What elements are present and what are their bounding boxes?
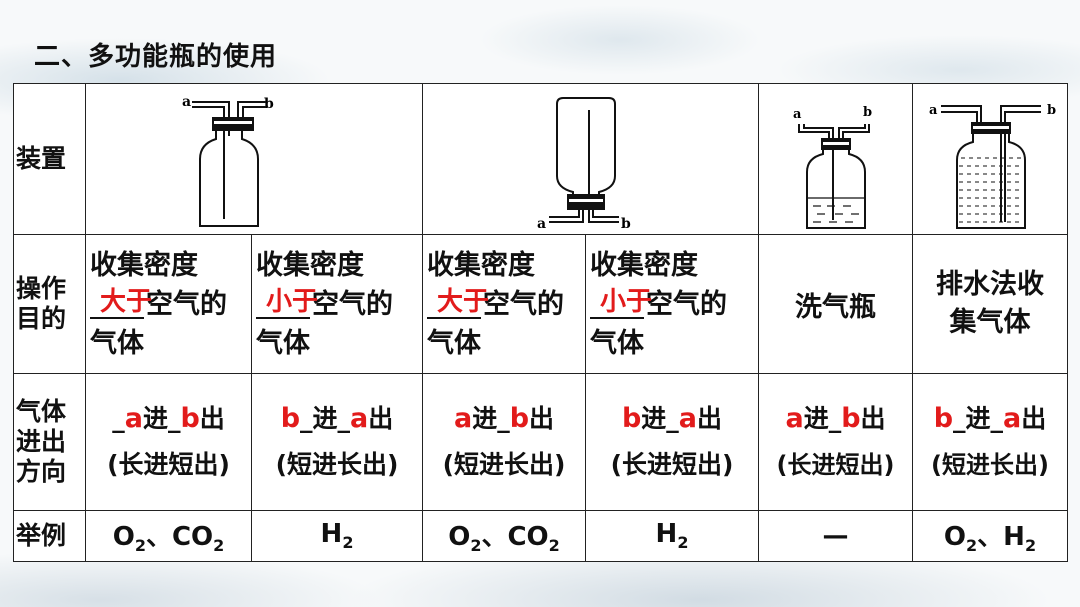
answer-density: 大于 [437, 286, 490, 317]
device-cell-water: a b [912, 83, 1068, 235]
label-a: a [929, 103, 938, 118]
answer-density: 大于 [100, 286, 153, 317]
direction-row: 气体进出方向 _a进_b出 (长进短出) b_进_a出 (短进长出) a进_b出… [13, 373, 1068, 511]
direction-note: (长进短出) [776, 451, 895, 479]
purpose-cell-3: 收集密度 大于空气的 气体 [422, 234, 586, 374]
label-b: b [863, 105, 872, 120]
in-port: b [621, 403, 642, 434]
purpose-row: 操作目的 收集密度 大于空气的 气体 收集密度 小于空气的 气体 收集密度 大于… [13, 234, 1068, 374]
in-word: 进 [472, 404, 498, 433]
device-cell-wash: a b [758, 83, 913, 235]
out-port: b [180, 403, 200, 434]
direction-note: (长进短出) [610, 450, 734, 479]
purpose-line3: 气体 [590, 327, 644, 359]
purpose-line3: 气体 [90, 327, 144, 359]
gas-bottle-upright-diagram: a b [182, 94, 274, 227]
label-a: a [182, 94, 191, 110]
purpose-cell-1: 收集密度 大于空气的 气体 [85, 234, 252, 374]
example-cell-5: — [758, 510, 913, 562]
out-word: 出 [368, 404, 394, 433]
in-word: 进 [965, 404, 991, 433]
out-port: a [678, 403, 698, 434]
device-row: 装置 a b [13, 83, 1068, 235]
in-port: a [453, 403, 473, 434]
out-word: 出 [1021, 404, 1047, 433]
in-word: 进 [142, 404, 168, 433]
in-word: 进 [641, 404, 667, 433]
purpose-rest: 空气的 [646, 288, 727, 320]
purpose-cell-4: 收集密度 小于空气的 气体 [585, 234, 759, 374]
example-cell-4: H2 [585, 510, 759, 562]
out-port: a [350, 403, 369, 434]
purpose-cell-2: 收集密度 小于空气的 气体 [251, 234, 423, 374]
direction-note: (短进长出) [931, 451, 1049, 479]
direction-cell-5: a进_b出 (长进短出) [758, 373, 913, 511]
page-title: 二、多功能瓶的使用 [34, 42, 278, 72]
purpose-wash: 洗气瓶 [758, 234, 913, 374]
direction-note: (短进长出) [275, 450, 399, 479]
direction-note: (短进长出) [442, 450, 566, 479]
example-cell-1: O2、CO2 [85, 510, 252, 562]
out-port: a [1003, 403, 1022, 434]
purpose-line1: 收集密度 [256, 249, 364, 281]
row-label-purpose: 操作目的 [13, 234, 86, 374]
gas-bottle-inverted-diagram: a b [537, 97, 631, 232]
row-label-device: 装置 [13, 83, 86, 235]
direction-note: (长进短出) [107, 450, 230, 479]
direction-cell-1: _a进_b出 (长进短出) [85, 373, 252, 511]
label-b: b [621, 216, 631, 232]
device-cell-inverted: a b [422, 83, 759, 235]
answer-density: 小于 [266, 286, 319, 317]
purpose-line3: 气体 [256, 327, 310, 359]
gas-wash-bottle-diagram: a b [793, 105, 872, 229]
purpose-line1: 收集密度 [427, 249, 535, 281]
example-cell-6: O2、H2 [912, 510, 1068, 562]
in-word: 进 [803, 404, 829, 433]
example-cell-3: O2、CO2 [422, 510, 586, 562]
row-label-example: 举例 [13, 510, 86, 562]
purpose-line3: 气体 [427, 327, 481, 359]
in-port: a [124, 403, 143, 434]
in-port: b [280, 403, 301, 434]
purpose-line1: 收集密度 [90, 249, 198, 281]
in-word: 进 [312, 404, 338, 433]
example-row: 举例 O2、CO2 H2 O2、CO2 H2 — O2、H2 [13, 510, 1068, 562]
label-a: a [793, 107, 802, 122]
out-port: b [841, 403, 861, 434]
direction-cell-2: b_进_a出 (短进长出) [251, 373, 423, 511]
water-displacement-bottle-diagram: a b [929, 103, 1056, 229]
purpose-line1: 收集密度 [590, 249, 698, 281]
out-port: b [509, 403, 530, 434]
in-port: a [785, 403, 804, 434]
purpose-water: 排水法收集气体 [912, 234, 1068, 374]
answer-density: 小于 [600, 286, 653, 317]
label-b: b [1047, 103, 1056, 118]
row-label-direction: 气体进出方向 [13, 373, 86, 511]
out-word: 出 [199, 404, 225, 433]
label-b: b [264, 96, 274, 112]
out-word: 出 [697, 404, 723, 433]
direction-cell-6: b_进_a出 (短进长出) [912, 373, 1068, 511]
direction-cell-4: b进_a出 (长进短出) [585, 373, 759, 511]
out-word: 出 [860, 404, 886, 433]
multi-function-bottle-table: 装置 a b [13, 83, 1068, 562]
purpose-rest: 空气的 [312, 288, 393, 320]
direction-cell-3: a进_b出 (短进长出) [422, 373, 586, 511]
purpose-rest: 空气的 [483, 288, 564, 320]
purpose-rest: 空气的 [146, 288, 227, 320]
example-cell-2: H2 [251, 510, 423, 562]
in-port: b [933, 403, 954, 434]
label-a: a [537, 216, 546, 232]
out-word: 出 [529, 404, 555, 433]
device-cell-upright: a b [85, 83, 423, 235]
